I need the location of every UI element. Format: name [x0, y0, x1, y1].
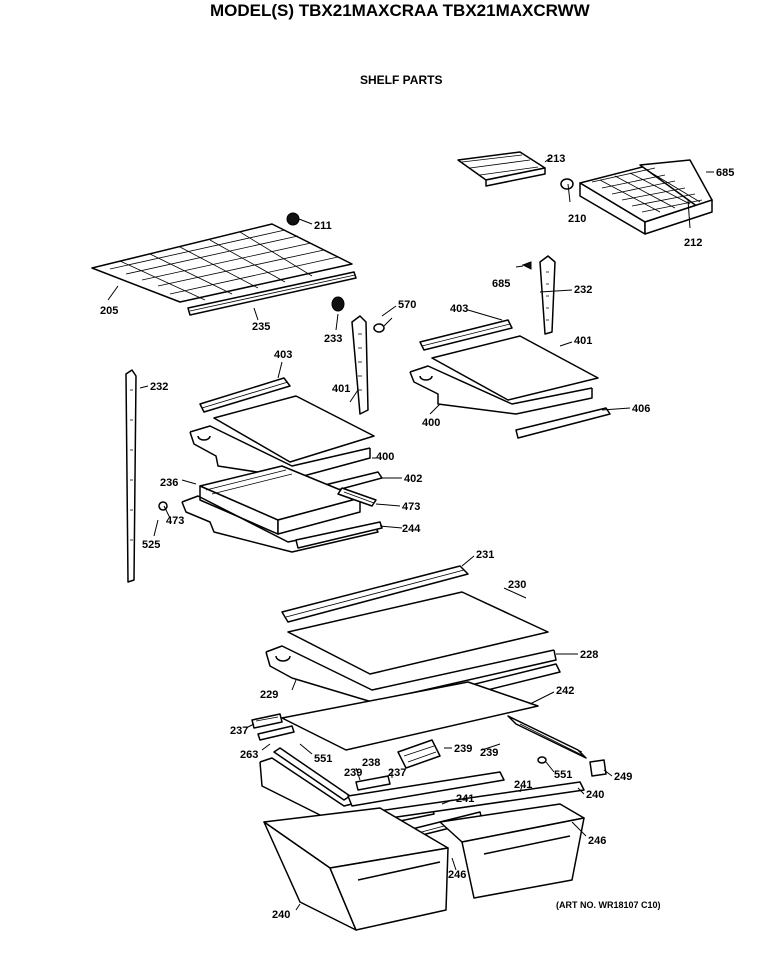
callout-233: 233	[324, 333, 342, 345]
callout-239-center: 239	[454, 743, 472, 755]
callout-570: 570	[398, 299, 416, 311]
part-213-shelf-trim	[457, 151, 546, 187]
callout-210: 210	[568, 213, 586, 225]
part-211-clip	[286, 212, 300, 226]
callout-246-right: 246	[588, 835, 606, 847]
callout-232-right: 232	[574, 284, 592, 296]
part-406-trim-right	[515, 407, 611, 439]
part-551-pin	[537, 756, 547, 764]
part-685-screw	[515, 261, 532, 270]
callout-403-right: 403	[450, 303, 468, 315]
part-244-frame-left	[181, 495, 383, 553]
callout-211: 211	[314, 220, 332, 232]
callout-400-left: 400	[376, 451, 394, 463]
part-210-clip	[560, 178, 574, 190]
part-229-frame	[265, 645, 557, 703]
part-237-rail-left	[251, 713, 283, 729]
callout-241-right: 241	[514, 779, 532, 791]
callout-239-right: 239	[480, 747, 498, 759]
part-240-pan-right	[439, 803, 585, 899]
callout-240-left: 240	[272, 909, 290, 921]
part-242-cover	[281, 681, 539, 751]
part-239-rail-right	[507, 715, 587, 759]
callout-230: 230	[508, 579, 526, 591]
part-232-ladder-right	[539, 255, 556, 335]
part-473-rail-right	[337, 487, 377, 507]
callout-402: 402	[404, 473, 422, 485]
callout-400-right: 400	[422, 417, 440, 429]
callout-246-left: 246	[448, 869, 466, 881]
part-212-wire-bin	[579, 159, 713, 235]
part-239-bracket-center	[397, 739, 441, 769]
part-205-wire-shelf	[91, 223, 353, 303]
callout-401-left: 401	[332, 383, 350, 395]
callout-212: 212	[684, 237, 702, 249]
callout-685-b: 685	[492, 278, 510, 290]
part-233-clip	[331, 296, 345, 312]
part-263-rail-left	[257, 725, 295, 741]
callout-551-left: 551	[314, 753, 332, 765]
art-number: (ART NO. WR18107 C10)	[556, 900, 661, 910]
callout-403-left: 403	[274, 349, 292, 361]
part-400-frame-left	[189, 425, 371, 479]
callout-236: 236	[160, 477, 178, 489]
part-240-pan-left	[263, 807, 449, 931]
part-403-trim-right	[419, 319, 513, 351]
callout-263: 263	[240, 749, 258, 761]
callout-228: 228	[580, 649, 598, 661]
part-249-clip	[589, 759, 607, 777]
part-400-frame-right	[409, 365, 593, 415]
part-232-ladder-left	[125, 369, 137, 583]
callout-551-right: 551	[554, 769, 572, 781]
callout-238: 238	[362, 757, 380, 769]
part-401-glass-left	[213, 395, 375, 463]
callout-237-center: 237	[388, 767, 406, 779]
section-title: SHELF PARTS	[360, 73, 442, 87]
part-231-trim	[281, 565, 469, 623]
part-239-frame-left	[259, 747, 353, 821]
part-403-trim-left	[199, 377, 291, 413]
part-570-screw	[373, 317, 393, 333]
callout-229: 229	[260, 689, 278, 701]
part-238-237-rail	[347, 771, 505, 807]
callout-232-left: 232	[150, 381, 168, 393]
callout-525: 525	[142, 539, 160, 551]
model-title: MODEL(S) TBX21MAXCRAA TBX21MAXCRWW	[210, 1, 591, 20]
callout-473-right: 473	[402, 501, 420, 513]
callout-239-left: 239	[344, 767, 362, 779]
part-401-glass-right	[431, 335, 599, 401]
part-235-shelf-trim	[187, 271, 357, 316]
callout-242: 242	[556, 685, 574, 697]
part-232-ladder-middle	[351, 315, 369, 415]
callout-473-left: 473	[166, 515, 184, 527]
callout-231: 231	[476, 549, 494, 561]
callout-401-right: 401	[574, 335, 592, 347]
callout-406: 406	[632, 403, 650, 415]
callout-205: 205	[100, 305, 118, 317]
callout-240-right: 240	[586, 789, 604, 801]
callout-685: 685	[716, 167, 734, 179]
callout-213: 213	[547, 153, 565, 165]
callout-241-left: 241	[456, 793, 474, 805]
part-230-glass	[287, 591, 549, 675]
callout-237-left: 237	[230, 725, 248, 737]
callout-244: 244	[402, 523, 421, 535]
callout-249: 249	[614, 771, 632, 783]
callout-235: 235	[252, 321, 270, 333]
part-236-drawer	[199, 465, 361, 535]
